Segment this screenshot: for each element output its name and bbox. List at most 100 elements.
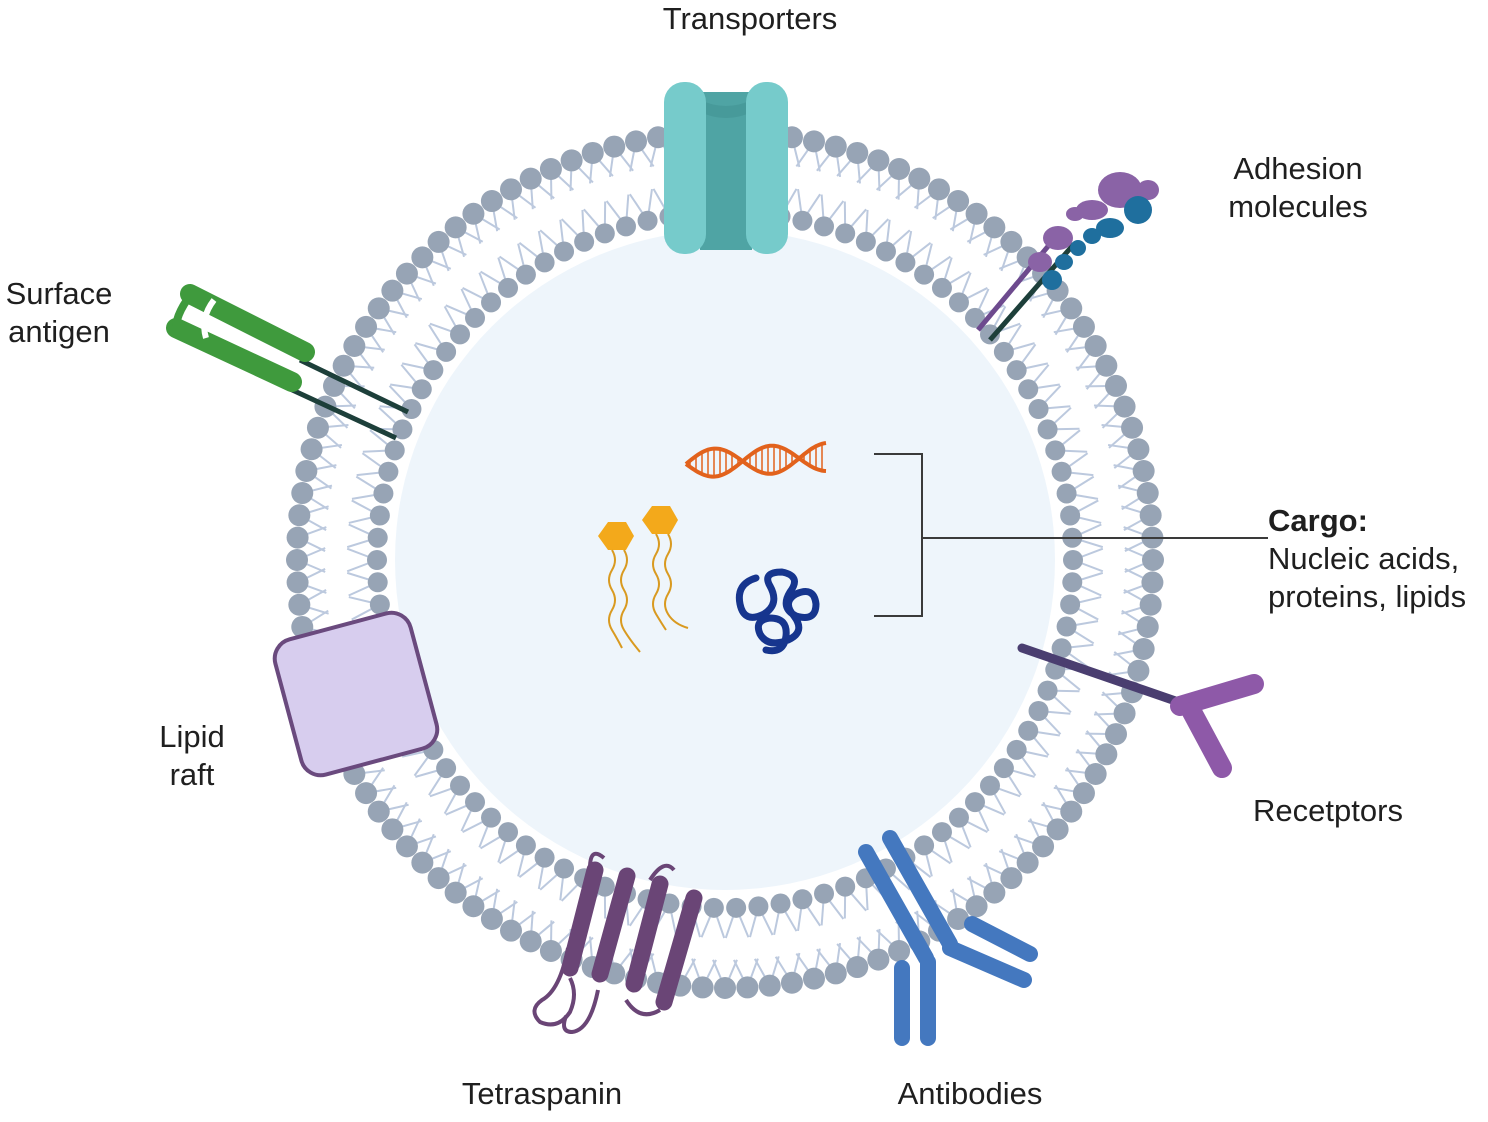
surface-label-line2: antigen — [8, 314, 110, 349]
lipid-head — [931, 822, 952, 843]
lipid-head — [286, 549, 308, 571]
lipid-head — [411, 246, 434, 269]
lipid-head — [450, 324, 471, 345]
lipid-head — [1060, 505, 1081, 526]
lipid-head — [928, 178, 950, 201]
lipid-head — [931, 277, 952, 298]
lipid-head — [411, 379, 432, 400]
lipid-head — [824, 962, 847, 985]
lipid-head — [392, 419, 413, 440]
lipid-head — [369, 594, 390, 615]
lipid-head — [835, 876, 856, 897]
lipid-head — [500, 919, 522, 942]
lipid-head — [846, 141, 869, 164]
lipid-head — [814, 216, 835, 237]
lipid-head — [306, 416, 329, 439]
lipid-head — [867, 948, 890, 971]
lipid-head — [855, 231, 876, 252]
lipid-head — [835, 223, 856, 244]
lipid-head — [427, 230, 450, 253]
lipid-head — [481, 807, 502, 828]
lipid-head — [519, 930, 542, 953]
lipid-head — [295, 460, 318, 483]
lipid-head — [1095, 743, 1118, 766]
dna-strand — [684, 443, 827, 479]
lipid-head — [481, 292, 502, 313]
lipid-head — [1139, 504, 1162, 527]
lipid-head — [625, 130, 648, 153]
lipid-head — [1132, 460, 1155, 483]
lipid-head — [1136, 615, 1159, 638]
lipid-head — [286, 571, 309, 594]
lipid-head — [423, 360, 444, 381]
lipid-head — [914, 835, 935, 856]
lipid-head — [802, 130, 825, 153]
lipid-head — [914, 264, 935, 285]
lipid-head — [332, 354, 355, 377]
lipid-head — [1139, 593, 1162, 616]
lipid-head — [647, 126, 670, 149]
lipid-head — [824, 135, 847, 158]
lipid-head — [691, 976, 714, 999]
lipid-head — [343, 335, 366, 357]
lipid-head — [965, 895, 988, 918]
lipid-head — [1018, 379, 1039, 400]
lipid-head — [1037, 419, 1058, 440]
lipid-head — [993, 758, 1014, 779]
lipid-head — [465, 792, 486, 813]
lipid-head — [1045, 440, 1066, 461]
lipid-head — [300, 438, 323, 461]
lipid-head — [1127, 438, 1150, 461]
lipid-head — [792, 889, 813, 910]
lipid-head — [436, 341, 457, 362]
lipid-head — [1104, 723, 1127, 746]
receptor-protein — [1017, 643, 1264, 778]
lipid-head — [947, 907, 970, 930]
lipid-head — [1132, 637, 1155, 660]
lipid-head — [947, 190, 970, 213]
lipid-head — [714, 977, 736, 999]
lipid-head — [802, 967, 825, 990]
lipid-head — [355, 315, 378, 338]
lipid-head — [574, 231, 595, 252]
lipid-head — [888, 158, 911, 181]
lipid-head — [948, 292, 969, 313]
lipid-head — [726, 897, 747, 918]
lipid-head — [367, 527, 388, 548]
surface-label-line1: Surface — [5, 276, 113, 311]
lipid-head — [1006, 739, 1027, 760]
lipid-head — [498, 277, 519, 298]
lipid-head — [369, 505, 390, 526]
lipid-head — [1136, 482, 1159, 505]
transporter-protein — [664, 82, 788, 254]
lipid-head — [1046, 818, 1069, 841]
lipid-head — [450, 775, 471, 796]
lipid-head — [594, 223, 615, 244]
lipid-head — [288, 504, 311, 527]
lipid-head — [1032, 835, 1055, 858]
lipid-head — [1000, 867, 1023, 890]
lipid-head — [291, 482, 314, 505]
cargo-bracket — [874, 453, 1268, 617]
lipid-head — [355, 782, 378, 805]
tetraspanin-label: Tetraspanin — [461, 1076, 623, 1111]
antibody — [858, 830, 1038, 1046]
lipid-head — [875, 241, 896, 262]
lipid-head — [554, 241, 575, 262]
lipid-head — [395, 835, 418, 858]
lipid-head — [367, 572, 388, 593]
lipid-head — [1056, 616, 1077, 637]
lipid-head — [534, 252, 555, 273]
lipid-head — [1141, 571, 1164, 594]
lipid-head — [792, 210, 813, 231]
lipid-head — [395, 262, 418, 285]
tetraspanin-protein — [532, 851, 703, 1035]
surface-antigen-protein — [166, 284, 410, 441]
lipid-cargo-icon — [598, 506, 689, 653]
lipid-head — [1037, 680, 1058, 701]
lipid-head — [367, 297, 390, 320]
lipid-head — [1028, 399, 1049, 420]
lipid-head — [748, 896, 769, 917]
lipid-head — [888, 939, 911, 962]
lipid-head — [1006, 360, 1027, 381]
